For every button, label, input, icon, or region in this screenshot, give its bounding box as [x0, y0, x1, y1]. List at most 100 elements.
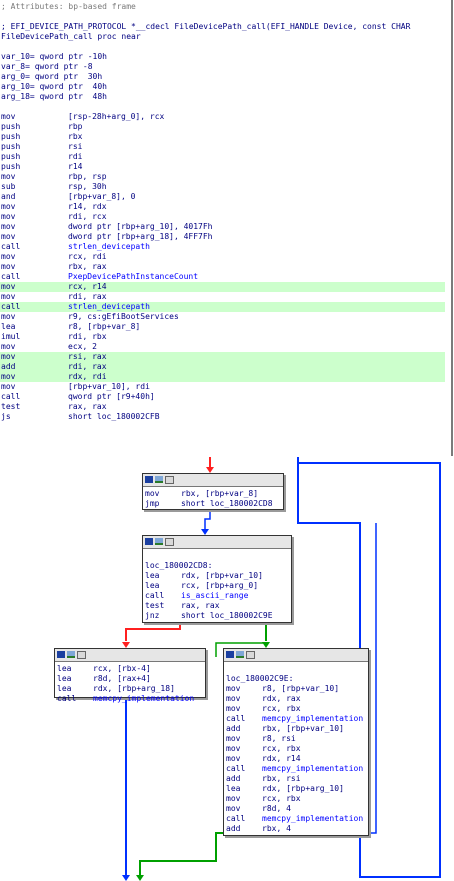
node-line[interactable]: loc_180002C9E:	[224, 674, 368, 684]
listing-line[interactable]: var_10= qword ptr -10h	[0, 52, 445, 62]
instruction-mnemonic: mov	[226, 754, 241, 763]
instruction-operands: [rbp+var_10], rdi	[68, 382, 150, 391]
graph-comment-icon[interactable]	[77, 651, 86, 659]
node-line[interactable]: loc_180002CD8:	[143, 561, 291, 571]
graph-image-icon[interactable]	[67, 651, 75, 658]
listing-line[interactable]: and[rbp+var_8], 0	[0, 192, 445, 202]
disassembly-listing-view[interactable]: ; Attributes: bp-based frame ; EFI_DEVICE…	[0, 0, 453, 456]
listing-line[interactable]: mov[rsp-28h+arg_0], rcx	[0, 112, 445, 122]
listing-line[interactable]: arg_0= qword ptr 30h	[0, 72, 445, 82]
graph-comment-icon[interactable]	[246, 651, 255, 659]
instruction-mnemonic: mov	[1, 232, 16, 241]
listing-line[interactable]: mov[rbp+var_10], rdi	[0, 382, 445, 392]
instruction-mnemonic: test	[145, 601, 165, 610]
graph-image-icon[interactable]	[155, 538, 163, 545]
instruction-operands: rbx, rax	[68, 262, 107, 271]
instruction-mnemonic: lea	[57, 674, 72, 683]
listing-line[interactable]: arg_18= qword ptr 48h	[0, 92, 445, 102]
graph-image-icon[interactable]	[155, 476, 163, 483]
listing-line[interactable]	[0, 42, 445, 52]
listing-line[interactable]: ; Attributes: bp-based frame	[0, 2, 445, 12]
listing-line[interactable]	[0, 12, 445, 22]
listing-line[interactable]: var_8= qword ptr -8	[0, 62, 445, 72]
node-line[interactable]	[224, 664, 368, 674]
graph-color-icon[interactable]	[145, 538, 153, 545]
instruction-mnemonic: call	[1, 242, 21, 251]
graph-comment-icon[interactable]	[165, 476, 174, 484]
graph-color-icon[interactable]	[57, 651, 65, 658]
graph-comment-icon[interactable]	[165, 538, 174, 546]
graph-image-icon[interactable]	[236, 651, 244, 658]
graph-color-icon[interactable]	[226, 651, 234, 658]
listing-line[interactable]: arg_10= qword ptr 40h	[0, 82, 445, 92]
listing-line[interactable]: FileDevicePath_call proc near	[0, 32, 445, 42]
instruction-operands: strlen_devicepath	[68, 242, 150, 251]
instruction-mnemonic: push	[1, 142, 21, 151]
listing-line[interactable]: ; EFI_DEVICE_PATH_PROTOCOL *__cdecl File…	[0, 22, 445, 32]
graph-color-icon[interactable]	[145, 476, 153, 483]
listing-line[interactable]: call strlen_devicepath	[0, 242, 445, 252]
instruction-operands: rdi, rbx	[68, 332, 107, 341]
node-line[interactable]	[143, 551, 291, 561]
listing-line[interactable]	[0, 102, 445, 112]
